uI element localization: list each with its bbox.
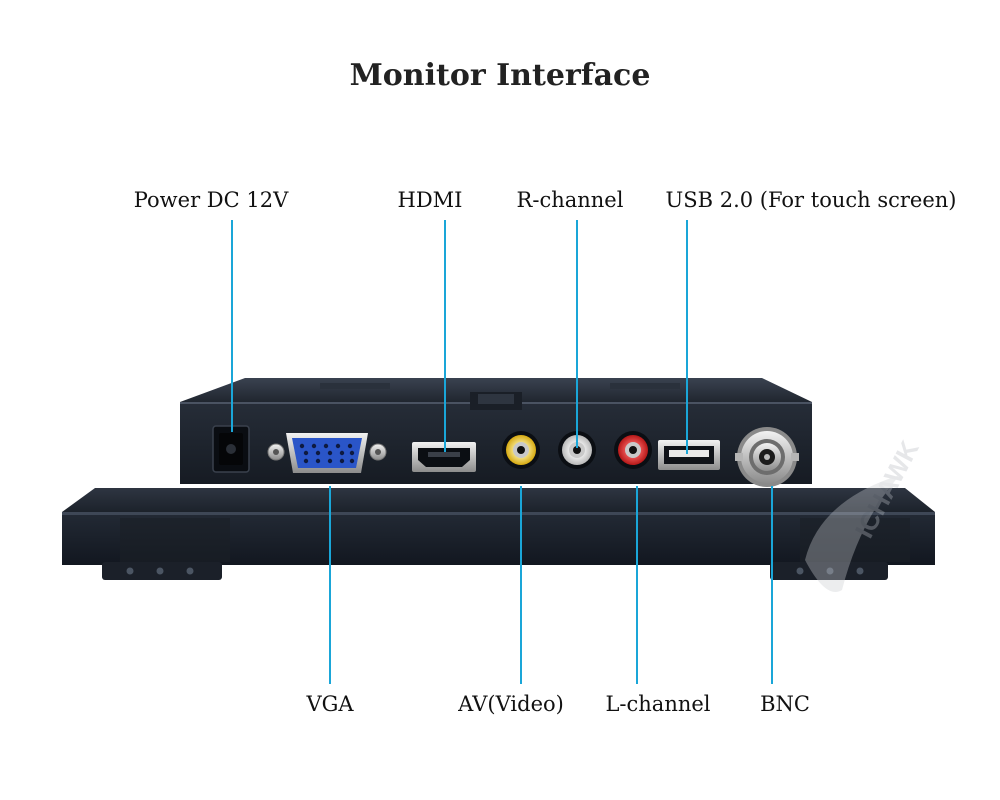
r-channel-port [558, 431, 596, 469]
label-power-dc: Power DC 12V [133, 188, 289, 212]
label-r-channel: R-channel [516, 188, 624, 212]
usb-port [658, 440, 720, 470]
label-av-video: AV(Video) [458, 692, 564, 716]
control-box [180, 378, 812, 484]
label-bnc: BNC [760, 692, 810, 716]
label-vga: VGA [306, 692, 354, 716]
leader-line-usb [686, 220, 688, 454]
leader-line-bnc [771, 486, 773, 684]
hdmi-port [412, 442, 476, 472]
vga-port [267, 433, 387, 473]
leader-line-r-channel [576, 220, 578, 448]
power-dc-jack [212, 425, 250, 473]
leader-line-vga [329, 486, 331, 684]
label-usb: USB 2.0 (For touch screen) [665, 188, 957, 212]
page-title: Monitor Interface [349, 58, 651, 93]
leader-line-av-video [520, 486, 522, 684]
monitor-base-frame [62, 488, 935, 580]
av-video-port [502, 431, 540, 469]
label-l-channel: L-channel [605, 692, 711, 716]
leader-line-hdmi [444, 220, 446, 452]
leader-line-power [231, 220, 233, 432]
l-channel-port [614, 431, 652, 469]
bnc-connector [735, 427, 799, 487]
leader-line-l-channel [636, 486, 638, 684]
label-hdmi: HDMI [397, 188, 463, 212]
